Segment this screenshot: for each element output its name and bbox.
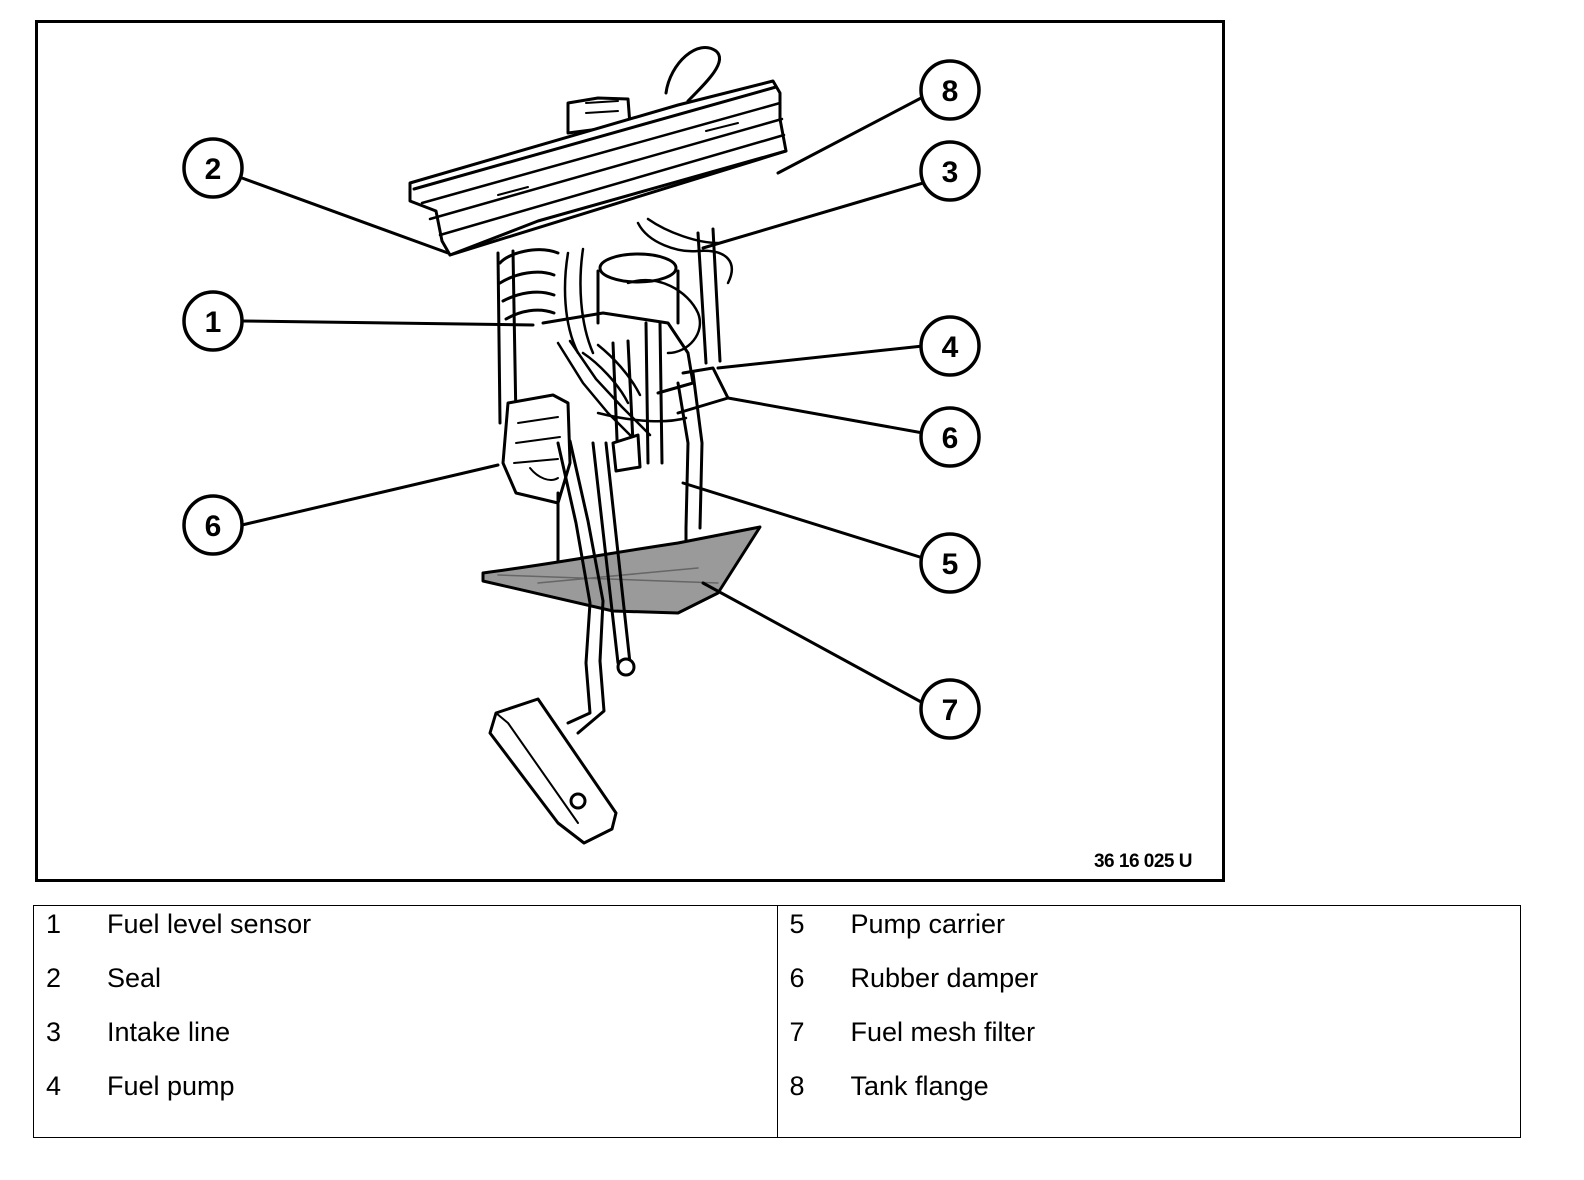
leader-line-8 <box>776 95 925 175</box>
leader-line-6-left <box>240 463 500 527</box>
legend-label: Fuel pump <box>107 1071 235 1101</box>
tank-flange-illustration <box>408 46 788 257</box>
callout-8: 8 <box>919 59 981 121</box>
legend-column-right: 5 Pump carrier 6 Rubber damper 7 Fuel me… <box>776 905 1521 1138</box>
figure-frame: 2 1 6 8 3 4 6 5 <box>35 20 1225 882</box>
legend-row: 5 Pump carrier <box>778 906 1521 960</box>
pump-assembly-illustration <box>496 217 733 596</box>
callout-number: 6 <box>942 422 959 455</box>
leader-line-5 <box>681 481 925 560</box>
legend-number: 4 <box>46 1071 62 1101</box>
legend-row: 8 Tank flange <box>778 1068 1521 1122</box>
callout-number: 2 <box>205 153 222 186</box>
leader-line-6-right <box>726 396 925 435</box>
legend-label: Pump carrier <box>850 909 1006 939</box>
callout-number: 7 <box>942 694 959 727</box>
legend-number: 8 <box>789 1071 805 1101</box>
callout-3: 3 <box>919 140 981 202</box>
legend-table: 1 Fuel level sensor 2 Seal 3 Intake line… <box>33 905 1521 1138</box>
callout-number: 5 <box>942 548 959 581</box>
legend-number: 5 <box>789 909 805 939</box>
callout-number: 3 <box>942 156 959 189</box>
legend-row: 3 Intake line <box>34 1014 777 1068</box>
leader-line-1 <box>240 319 535 327</box>
legend-label: Rubber damper <box>850 963 1039 993</box>
callout-7: 7 <box>919 678 981 740</box>
legend-number: 2 <box>46 963 62 993</box>
legend-label: Tank flange <box>850 1071 989 1101</box>
callout-6-right: 6 <box>919 406 981 468</box>
leader-line-2 <box>240 176 450 255</box>
leader-line-7 <box>701 581 925 705</box>
callout-4: 4 <box>919 315 981 377</box>
callout-2: 2 <box>182 137 244 199</box>
legend-label: Fuel level sensor <box>107 909 312 939</box>
fuel-mesh-filter-illustration <box>481 525 762 615</box>
callout-number: 8 <box>942 75 959 108</box>
leader-line-3 <box>701 181 925 250</box>
float-arm-illustration <box>488 439 636 845</box>
callout-5: 5 <box>919 532 981 594</box>
legend-number: 3 <box>46 1017 62 1047</box>
fuel-pump-diagram: 2 1 6 8 3 4 6 5 <box>182 46 981 845</box>
legend-column-left: 1 Fuel level sensor 2 Seal 3 Intake line… <box>34 906 778 1138</box>
legend-label: Fuel mesh filter <box>850 1017 1036 1047</box>
callout-number: 6 <box>205 510 222 543</box>
figure-id: 36 16 025 U <box>1093 851 1193 872</box>
legend-number: 6 <box>789 963 805 993</box>
callout-number: 1 <box>205 306 222 339</box>
leader-line-4 <box>716 344 925 370</box>
legend-row: 6 Rubber damper <box>778 960 1521 1014</box>
callout-number: 4 <box>942 331 959 364</box>
legend-row: 2 Seal <box>34 960 777 1014</box>
legend-number: 7 <box>789 1017 805 1047</box>
legend-row: 4 Fuel pump <box>34 1068 777 1122</box>
callout-6-left: 6 <box>182 494 244 556</box>
legend-label: Intake line <box>107 1017 231 1047</box>
legend-label: Seal <box>107 963 162 993</box>
legend-row: 1 Fuel level sensor <box>34 906 777 960</box>
legend-row: 7 Fuel mesh filter <box>778 1014 1521 1068</box>
leader-lines <box>240 95 925 705</box>
callout-1: 1 <box>182 290 244 352</box>
legend-number: 1 <box>46 909 62 939</box>
